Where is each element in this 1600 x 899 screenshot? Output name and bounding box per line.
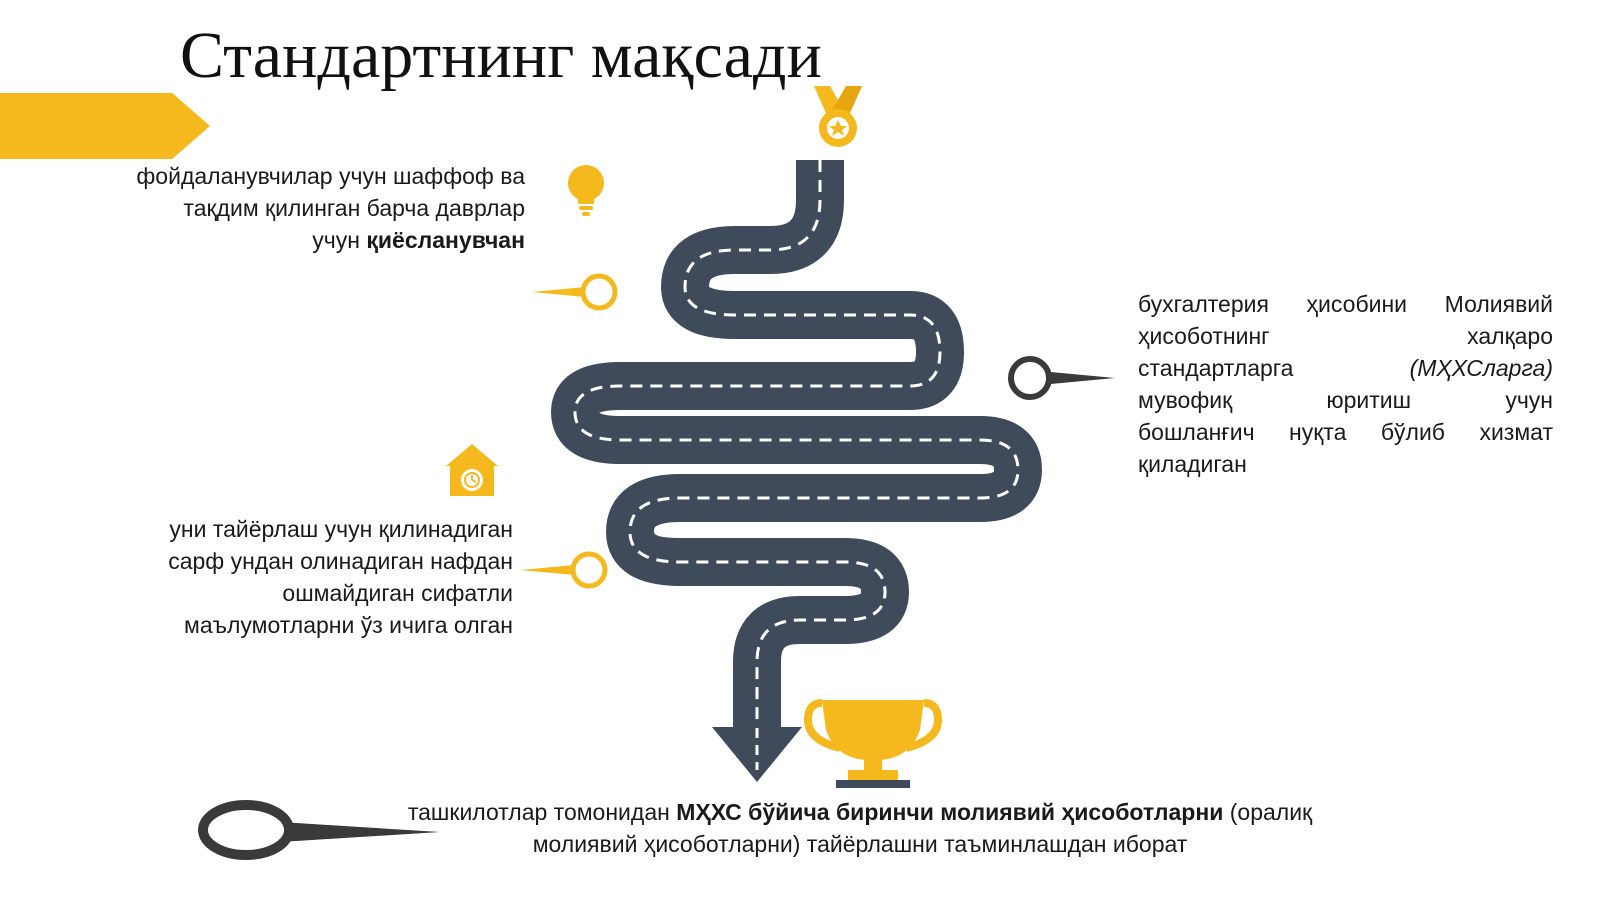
text-block-top-left: фойдаланувчилар учун шаффоф ва тақдим қи… bbox=[50, 160, 525, 256]
location-pin-icon bbox=[520, 551, 608, 589]
text-line: маълумотларни ўз ичига олган bbox=[184, 612, 513, 638]
text-block-bottom-left: уни тайёрлаш учун қилинадиган сарф ундан… bbox=[50, 513, 513, 641]
location-pin-icon bbox=[198, 800, 440, 860]
road-lane-markings bbox=[573, 160, 1020, 770]
text-line: мувофиқ юритиш учун bbox=[1138, 387, 1553, 413]
text-line: уни тайёрлаш учун қилинадиган bbox=[169, 516, 513, 542]
road-path bbox=[551, 160, 1042, 728]
text-line: фойдаланувчилар учун шаффоф ва bbox=[136, 163, 525, 189]
location-pin-icon bbox=[532, 273, 618, 311]
text-block-bottom: ташкилотлар томонидан МҲХС бўйича биринч… bbox=[300, 796, 1420, 860]
text-block-right: бухгалтерия ҳисобини Молиявий ҳисоботнин… bbox=[1138, 288, 1553, 480]
location-pin-icon bbox=[1008, 356, 1115, 400]
text-line: қиладиган bbox=[1138, 451, 1247, 477]
text-line: молиявий ҳисоботларни) тайёрлашни таъмин… bbox=[532, 831, 1188, 857]
medal-icon bbox=[814, 86, 862, 147]
text-line: бошланғич нуқта бўлиб хизмат bbox=[1138, 419, 1553, 445]
text-line: ҳисоботнинг халқаро bbox=[1138, 323, 1553, 349]
text-line: ташкилотлар томонидан МҲХС бўйича биринч… bbox=[407, 799, 1313, 825]
clock-house-icon bbox=[446, 444, 498, 496]
accent-banner bbox=[0, 93, 210, 159]
text-line: учун қиёсланувчан bbox=[312, 227, 525, 253]
page-title: Стандартнинг мақсади bbox=[180, 19, 822, 92]
lightbulb-icon bbox=[568, 165, 604, 216]
trophy-icon bbox=[803, 699, 943, 788]
text-line: сарф ундан олинадиган нафдан bbox=[168, 548, 513, 574]
text-line: бухгалтерия ҳисобини Молиявий bbox=[1138, 291, 1553, 317]
text-line: тақдим қилинган барча даврлар bbox=[183, 195, 525, 221]
text-line: ошмайдиган сифатли bbox=[282, 580, 513, 606]
text-line: стандартларга (МҲХСларга) bbox=[1138, 355, 1553, 381]
